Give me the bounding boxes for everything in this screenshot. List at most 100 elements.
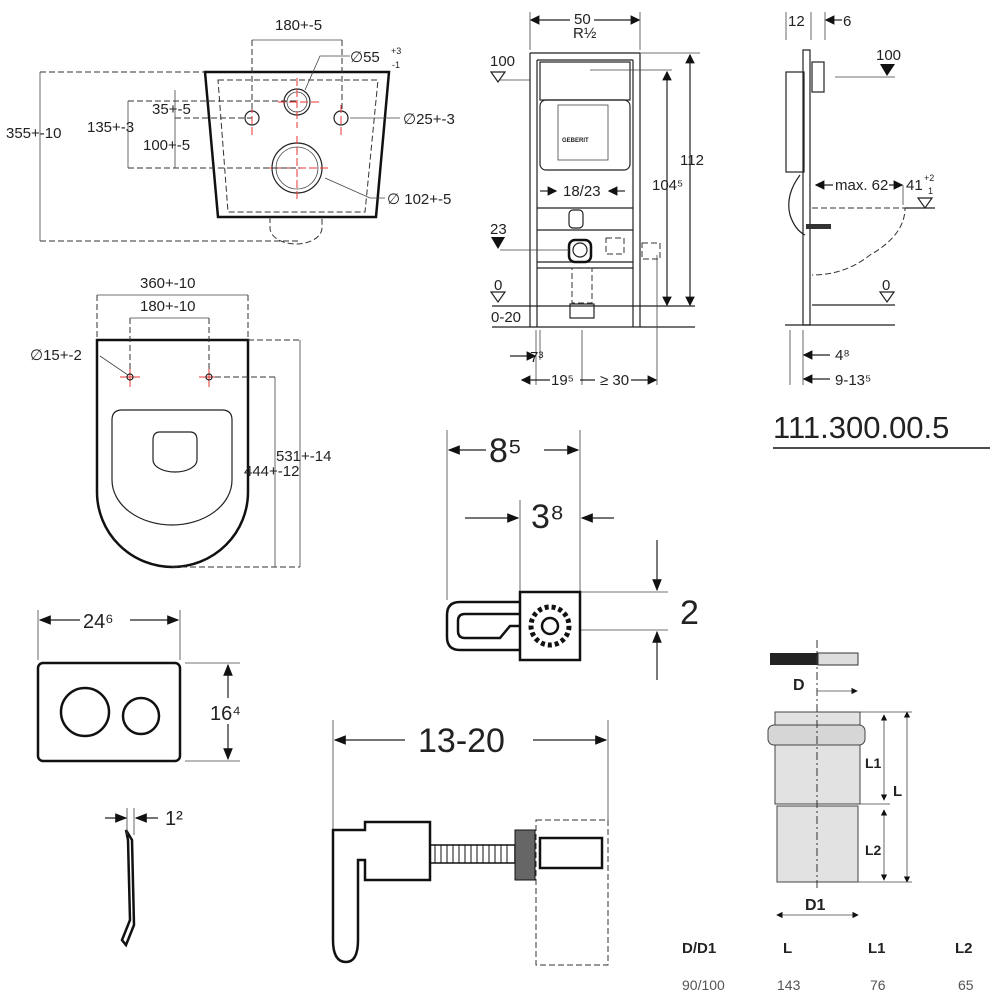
fixing-drawing: 13-20 xyxy=(331,718,609,966)
level-23-marker: 23 xyxy=(490,221,507,249)
label-bg xyxy=(210,698,250,724)
dim-13-20: 13-20 xyxy=(418,722,505,760)
extension-lines xyxy=(126,808,135,835)
dim-246: 24⁶ xyxy=(83,611,113,633)
dim-4: 4⁸ xyxy=(835,347,850,364)
extension-lines xyxy=(858,711,912,883)
dim-360: 360+-10 xyxy=(140,275,195,292)
level-100-marker: 100 xyxy=(489,53,515,84)
side-cistern xyxy=(785,71,805,173)
adjuster-gear-icon xyxy=(528,604,572,648)
cistern xyxy=(539,99,631,171)
dim-19: 19⁵ xyxy=(551,372,574,389)
table-header: L xyxy=(783,940,792,957)
dim-180: 180+-5 xyxy=(275,17,322,34)
level-0-marker: 0 xyxy=(878,277,896,304)
pipe-cap-light xyxy=(817,652,859,666)
dim-50: 50 xyxy=(574,11,591,28)
extension-lines xyxy=(40,40,343,242)
dim-6: 6 xyxy=(843,13,851,30)
mounting-studs xyxy=(806,224,831,229)
cistern-top xyxy=(539,61,631,101)
bracket-u-clip xyxy=(445,600,520,652)
dim-12: 12 xyxy=(788,13,805,30)
center-lines xyxy=(251,78,342,202)
bowl-opening xyxy=(152,431,198,473)
toilet-bowl-dashed xyxy=(811,207,906,276)
dim-104: 104⁵ xyxy=(652,177,683,194)
extension-lines xyxy=(785,12,904,385)
pipe-dimension-table: D/D1 L L1 L2 90/100 143 76 65 xyxy=(682,940,974,993)
dim-100: 100+-5 xyxy=(143,137,190,154)
level-0: 0 xyxy=(494,277,502,294)
dim-35: 35+-5 xyxy=(152,101,191,118)
table-header: D/D1 xyxy=(682,940,716,957)
seat-outline xyxy=(111,409,233,526)
dim-12: 1² xyxy=(165,808,183,830)
bracket-drawing: 8⁵ 3⁸ 2 xyxy=(445,430,699,680)
dim-180: 180+-10 xyxy=(140,298,195,315)
sleeve xyxy=(538,836,604,870)
extension-lines xyxy=(96,295,300,568)
table-header: L2 xyxy=(955,940,973,957)
flush-button-large xyxy=(59,686,111,738)
rear-view-drawing: 180+-5 ∅55 +3 -1 355+-10 135+-3 35+-5 10… xyxy=(6,17,455,245)
flush-panel xyxy=(557,104,609,161)
label-bg xyxy=(570,10,594,28)
flush-plate-outline xyxy=(36,661,182,763)
level-100-marker: 100 xyxy=(876,47,901,76)
outlet-bend-hole xyxy=(572,242,588,258)
dim-444: 444+-12 xyxy=(244,463,299,480)
extension-lines xyxy=(332,720,609,830)
label-L: L xyxy=(893,783,902,800)
dim-7: 7³ xyxy=(530,349,543,366)
table-cell: 90/100 xyxy=(682,977,725,993)
outlet-stub xyxy=(569,303,595,319)
dim-164: 16⁴ xyxy=(210,703,241,725)
level-23: 23 xyxy=(490,221,507,238)
threaded-rod xyxy=(429,844,516,864)
nut xyxy=(514,829,536,881)
frame-side-drawing: 12 6 100 max. 62 41 +2 1 0 4⁸ 9-13⁵ xyxy=(785,12,935,389)
table-cell: 143 xyxy=(777,977,801,993)
sleeve-dashed xyxy=(535,819,609,966)
dim-55-tol-plus: +3 xyxy=(391,46,401,56)
adjuster-hub xyxy=(540,616,560,636)
table-header: L1 xyxy=(868,940,886,957)
dim-38: 3⁸ xyxy=(531,498,564,536)
leader-55 xyxy=(304,55,350,91)
toilet-rear-outline xyxy=(203,70,391,219)
frame-front-drawing: GEBERIT 50 R½ 112 104⁵ 18/23 100 23 xyxy=(489,10,704,389)
toilet-bottom-dashed xyxy=(269,217,323,245)
electrical-box-1 xyxy=(605,237,625,255)
outlet-bend xyxy=(567,238,593,264)
bolt-hole-left xyxy=(126,373,134,381)
dim-41-tol-plus: +2 xyxy=(924,173,934,183)
label-D1: D1 xyxy=(805,897,826,914)
flush-plate-drawing: 24⁶ 16⁴ 1² xyxy=(36,610,250,948)
extension-lines xyxy=(446,430,668,631)
leader-15 xyxy=(99,355,129,376)
side-supply-pipe xyxy=(788,174,806,236)
dim-55: ∅55 xyxy=(350,49,380,66)
dim-25: ∅25+-3 xyxy=(403,111,455,128)
label-L1: L1 xyxy=(865,755,882,771)
dim-30: ≥ 30 xyxy=(600,372,629,389)
table-cell: 76 xyxy=(870,977,886,993)
drain-socket xyxy=(568,209,584,229)
label-bg xyxy=(405,718,533,762)
water-inlet-label: R½ xyxy=(573,25,597,42)
label-bg xyxy=(80,610,130,630)
dim-0-20: 0-20 xyxy=(491,309,521,326)
dim-15: ∅15+-2 xyxy=(30,347,82,364)
dim-355: 355+-10 xyxy=(6,125,61,142)
label-D: D xyxy=(793,677,805,694)
table-cell: 65 xyxy=(958,977,974,993)
dim-85: 8⁵ xyxy=(489,432,522,470)
bolt-hole-right xyxy=(205,373,213,381)
top-view-drawing: 360+-10 180+-10 ∅15+-2 531+-14 444+-12 xyxy=(30,275,331,569)
dim-102: ∅ 102+-5 xyxy=(387,191,451,208)
dim-41: 41 xyxy=(906,177,923,194)
